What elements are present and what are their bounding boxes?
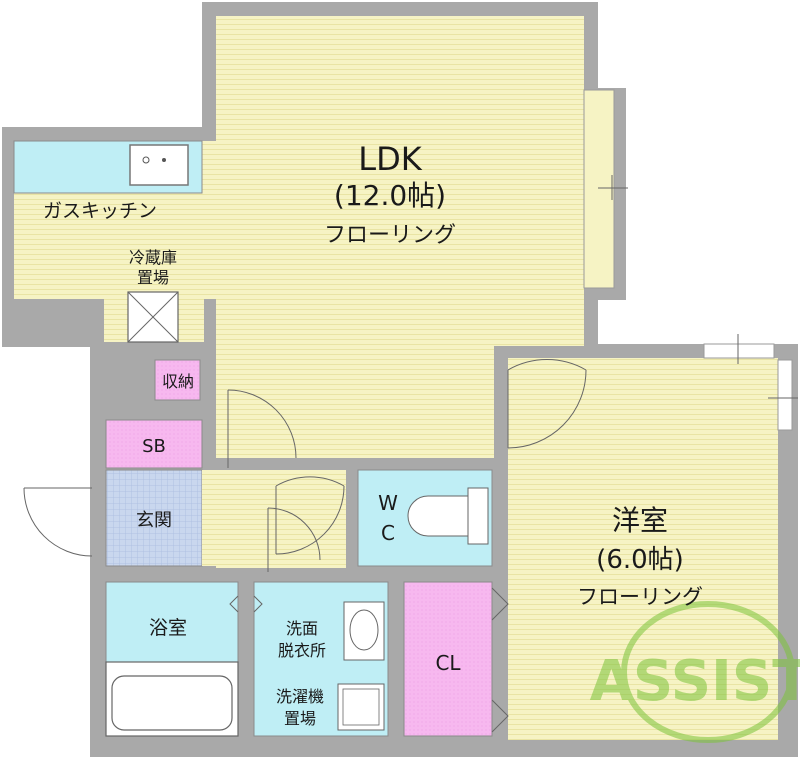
assist-watermark: ASSIST [590, 601, 800, 743]
western-room [508, 334, 798, 740]
toilet-bowl-icon [407, 495, 469, 537]
toilet-tank-icon [467, 487, 489, 545]
western-floor: フローリング [577, 585, 703, 609]
wc-label-2: C [381, 521, 395, 545]
bath-label: 浴室 [149, 617, 187, 639]
hallway [216, 470, 346, 568]
sink-icon [129, 144, 189, 186]
svg-text:ASSIST: ASSIST [590, 649, 800, 714]
western-label: 洋室 [612, 504, 668, 537]
washroom-label-1: 洗面 [286, 619, 318, 638]
washroom-label-2: 脱衣所 [278, 641, 326, 660]
washroom [253, 581, 389, 737]
window-mark [777, 359, 793, 431]
room-labels: LDK (12.0帖) フローリング 洋室 (6.0帖) フローリング ガスキッ… [43, 140, 703, 728]
storage-label: 収納 [162, 372, 194, 391]
wc-label-1: W [378, 491, 398, 515]
kitchen-area [13, 140, 216, 343]
laundry-label-2: 置場 [284, 709, 316, 728]
entrance-area [105, 469, 203, 567]
closet [403, 581, 493, 737]
entrance-label: 玄関 [136, 510, 172, 531]
ldk-size: (12.0帖) [334, 179, 446, 212]
kitchen-label: ガスキッチン [43, 200, 157, 222]
shoebox-label: SB [142, 436, 166, 457]
ldk-label: LDK [358, 140, 422, 178]
fridge-label-1: 冷蔵庫 [129, 248, 177, 267]
ldk-floor: フローリング [324, 223, 456, 248]
shoebox [105, 419, 203, 469]
bathroom [105, 581, 239, 737]
closet-label: CL [435, 651, 461, 675]
window-mark [703, 343, 775, 359]
fridge-label-2: 置場 [137, 268, 169, 287]
ldk-room [216, 16, 628, 458]
wc-room [357, 469, 493, 567]
storage-closet [154, 359, 201, 401]
laundry-label-1: 洗濯機 [276, 687, 324, 706]
washer-space-icon [337, 683, 385, 731]
doors [23, 359, 587, 733]
western-size: (6.0帖) [596, 545, 684, 575]
